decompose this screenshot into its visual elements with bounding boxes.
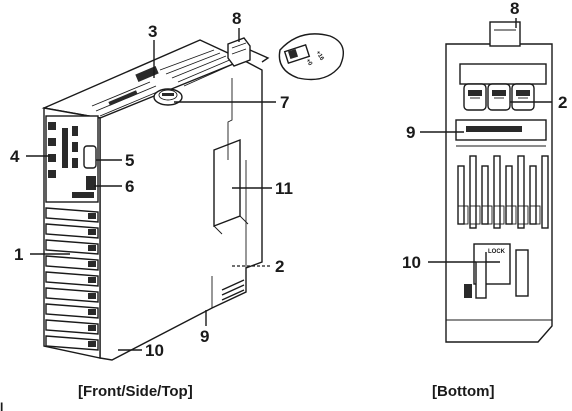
bottom-slot — [529, 165, 537, 225]
leader-lines-bottom — [420, 18, 552, 263]
side-face — [99, 59, 263, 361]
bottom-slot — [505, 165, 513, 225]
bottom-vent-cell — [481, 205, 493, 225]
terminal-block — [45, 223, 99, 239]
terminal-block — [45, 207, 99, 223]
terminal-block — [45, 335, 99, 351]
bottom-slot — [517, 155, 525, 229]
terminal-screw — [88, 341, 96, 347]
bottom-slot — [457, 165, 465, 225]
callout-2: 2 — [275, 257, 284, 276]
bottom-vent-cell — [457, 205, 469, 225]
terminal-screw — [88, 293, 96, 299]
bottom-top-connector — [489, 21, 521, 47]
callout-8: 8 — [232, 9, 241, 28]
side-label-window — [213, 138, 249, 235]
terminal-block — [45, 303, 99, 319]
callout-3: 3 — [148, 22, 157, 41]
terminal-screw — [88, 245, 96, 251]
terminal-blocks — [45, 207, 99, 351]
bottom-slots — [457, 155, 549, 229]
terminal-screw — [88, 325, 96, 331]
terminal-screw — [88, 261, 96, 267]
callout-7: 7 — [280, 93, 289, 112]
callouts-bottom: 8 2 9 10 — [402, 0, 567, 272]
callout-9: 9 — [200, 327, 209, 346]
callout-4: 4 — [10, 147, 20, 166]
bottom-vent-cell — [517, 205, 529, 225]
callout-bottom-10: 10 — [402, 253, 421, 272]
bottom-view: LOCK 8 2 9 10 [Bottom] — [402, 0, 567, 400]
terminal-block — [45, 255, 99, 271]
top-rotary-switch — [153, 88, 183, 106]
switch-inset: +16 +0 — [278, 33, 344, 81]
lock-label: LOCK — [488, 249, 506, 255]
terminal-block — [45, 239, 99, 255]
bottom-vent-cell — [529, 205, 541, 225]
bottom-vent-cell — [469, 205, 481, 225]
terminal-screw — [88, 213, 96, 219]
stray-mark: I — [0, 400, 3, 411]
terminal-screw — [88, 277, 96, 283]
bottom-upper-mechanism — [455, 63, 547, 147]
bottom-slot — [493, 155, 501, 229]
switch-label-top: +16 — [314, 50, 325, 62]
lock-mechanism: LOCK — [464, 243, 529, 299]
switch-label-bottom: +0 — [304, 58, 313, 67]
callout-5: 5 — [125, 151, 134, 170]
side-bottom-stripes — [221, 279, 245, 301]
terminal-screw — [88, 309, 96, 315]
callouts-front: 1 2 3 4 5 6 7 8 9 10 11 — [10, 9, 293, 360]
callout-6: 6 — [125, 177, 134, 196]
bottom-slot — [541, 155, 549, 229]
bottom-slot — [481, 165, 489, 225]
top-connector — [227, 37, 270, 67]
caption-front-side-top: [Front/Side/Top] — [78, 383, 193, 400]
callout-bottom-9: 9 — [406, 123, 415, 142]
callout-bottom-8: 8 — [510, 0, 519, 18]
top-vents — [91, 49, 239, 117]
terminal-block — [45, 271, 99, 287]
terminal-screw — [88, 229, 96, 235]
terminal-block — [45, 287, 99, 303]
caption-bottom: [Bottom] — [432, 383, 494, 400]
bottom-vent-cell — [493, 205, 505, 225]
bottom-vent-cell — [505, 205, 517, 225]
front-panel — [45, 115, 99, 203]
bottom-slot — [469, 155, 477, 229]
callout-bottom-2: 2 — [558, 93, 567, 112]
callout-11: 11 — [275, 179, 293, 198]
leader-lines-front — [26, 28, 276, 351]
side-rail — [227, 78, 233, 160]
terminal-block — [45, 319, 99, 335]
front-side-top-view: +16 +0 1 2 3 4 5 6 7 8 9 — [10, 9, 344, 400]
callout-1: 1 — [14, 245, 23, 264]
callout-10: 10 — [145, 341, 164, 360]
